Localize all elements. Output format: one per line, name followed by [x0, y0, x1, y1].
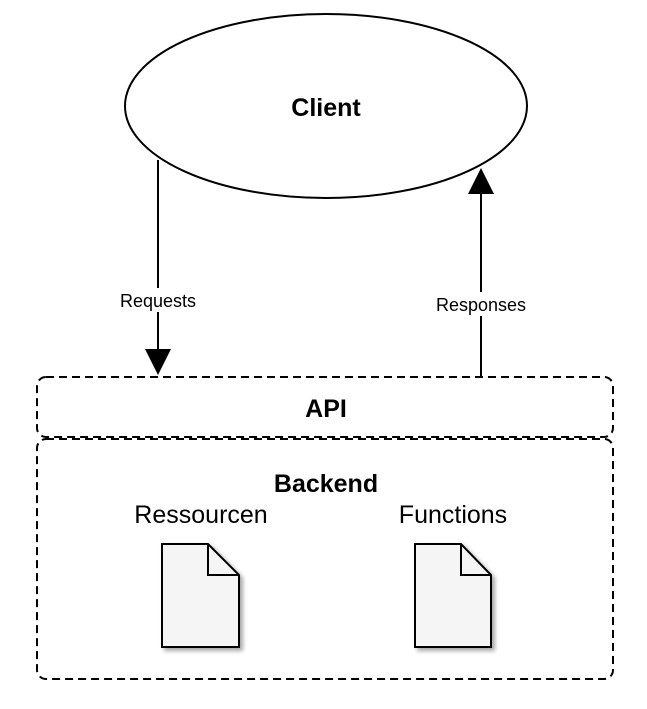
responses-arrowhead	[468, 168, 494, 194]
requests-label: Requests	[120, 291, 196, 311]
client-ellipse	[124, 13, 528, 199]
ressourcen-label: Ressourcen	[134, 501, 267, 529]
api-box	[36, 376, 614, 438]
functions-label: Functions	[399, 501, 507, 529]
responses-edge: Responses	[424, 168, 538, 376]
backend-box	[36, 438, 614, 680]
responses-label: Responses	[436, 295, 526, 315]
backend-label: Backend	[274, 470, 378, 498]
client-node: Client	[124, 13, 528, 199]
backend-node: Backend Ressourcen Functions	[36, 438, 614, 680]
client-label: Client	[291, 94, 361, 122]
functions-item: Functions	[399, 501, 507, 648]
document-icon	[414, 543, 492, 648]
document-icon	[161, 543, 240, 648]
requests-edge: Requests	[110, 160, 206, 375]
requests-arrowhead	[145, 349, 171, 375]
requests-label-bg	[110, 288, 206, 312]
api-node: API	[36, 376, 614, 438]
api-label: API	[305, 395, 347, 423]
responses-label-bg	[424, 292, 538, 316]
ressourcen-item: Ressourcen	[134, 501, 268, 648]
